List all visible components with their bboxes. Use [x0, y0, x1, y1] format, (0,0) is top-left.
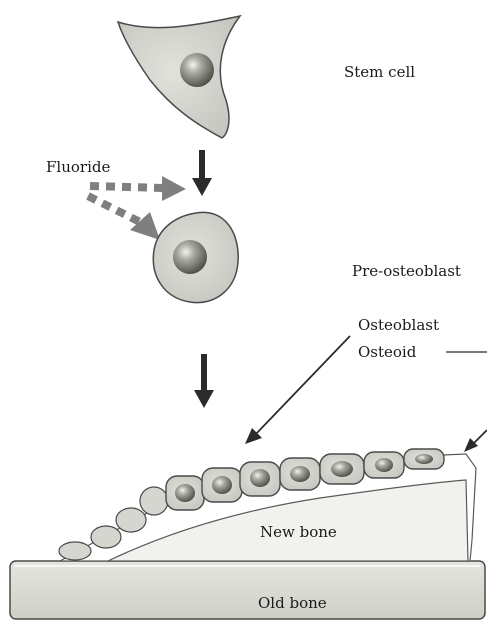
old-bone-label: Old bone [258, 594, 327, 612]
fluoride-label: Fluoride [46, 158, 110, 176]
osteoid-label: Osteoid [358, 343, 417, 361]
osteoblast-cell [364, 452, 404, 478]
fluoride-arrow-upper [90, 176, 186, 201]
stem-cell-nucleus [180, 53, 214, 87]
osteoblast-cell [166, 476, 204, 510]
osteoblast-nucleus [415, 454, 433, 464]
osteoblast-nucleus [331, 461, 353, 477]
osteoblast-cell [280, 458, 320, 490]
lining-cell [59, 542, 91, 560]
differentiation-arrow-2 [194, 354, 214, 408]
osteoid-pointer-arrow [464, 430, 487, 452]
osteoblast-cell [320, 454, 364, 484]
osteoblast-cell [202, 468, 242, 502]
stem-cell [118, 16, 240, 138]
pre-osteoblast-label: Pre-osteoblast [352, 262, 461, 280]
osteoblast-nucleus [375, 458, 393, 472]
osteoblast-label: Osteoblast [358, 316, 439, 334]
osteoblast-nucleus [290, 466, 310, 482]
lining-cell [140, 487, 168, 515]
osteoblast-pointer-arrow [245, 336, 350, 444]
pre-osteoblast-nucleus [173, 240, 207, 274]
fluoride-arrow-lower [88, 196, 160, 240]
lining-cell [116, 508, 146, 532]
old-bone [10, 561, 485, 619]
osteoblast-cell [240, 462, 280, 496]
pre-osteoblast-cell [153, 212, 238, 302]
osteoblast-cell [404, 449, 444, 469]
stem-cell-label: Stem cell [344, 63, 415, 81]
lining-cell [91, 526, 121, 548]
new-bone-label: New bone [260, 523, 337, 541]
differentiation-arrow-1 [192, 150, 212, 196]
stem-cell-body [118, 16, 240, 138]
osteoblast-nucleus [175, 484, 195, 502]
osteoblast-nucleus [212, 476, 232, 494]
old-bone-slab [10, 561, 485, 619]
osteoblast-nucleus [250, 469, 270, 487]
